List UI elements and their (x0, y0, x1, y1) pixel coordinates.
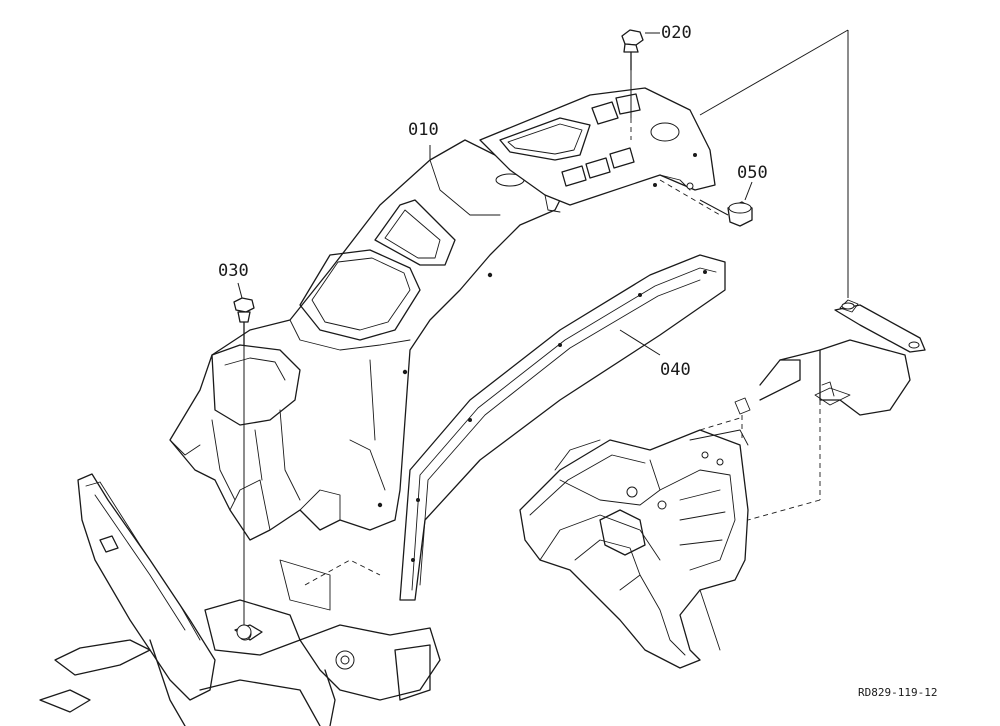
callout-040: 040 (660, 360, 691, 380)
callout-030: 030 (218, 261, 249, 281)
top-console (479, 87, 716, 213)
callout-010: 010 (408, 120, 439, 140)
right-plate-bracket (734, 299, 926, 521)
side-panel-040 (399, 254, 726, 601)
clip-050 (699, 181, 753, 227)
callout-050: 050 (737, 163, 768, 183)
main-cover-010 (169, 139, 561, 541)
leader-lines (429, 29, 849, 356)
reference-code: RD829-119-12 (858, 686, 937, 699)
screw-020 (621, 29, 660, 118)
callout-020: 020 (661, 23, 692, 43)
bolt-030 (233, 282, 255, 640)
right-bracket-assembly (519, 417, 749, 669)
